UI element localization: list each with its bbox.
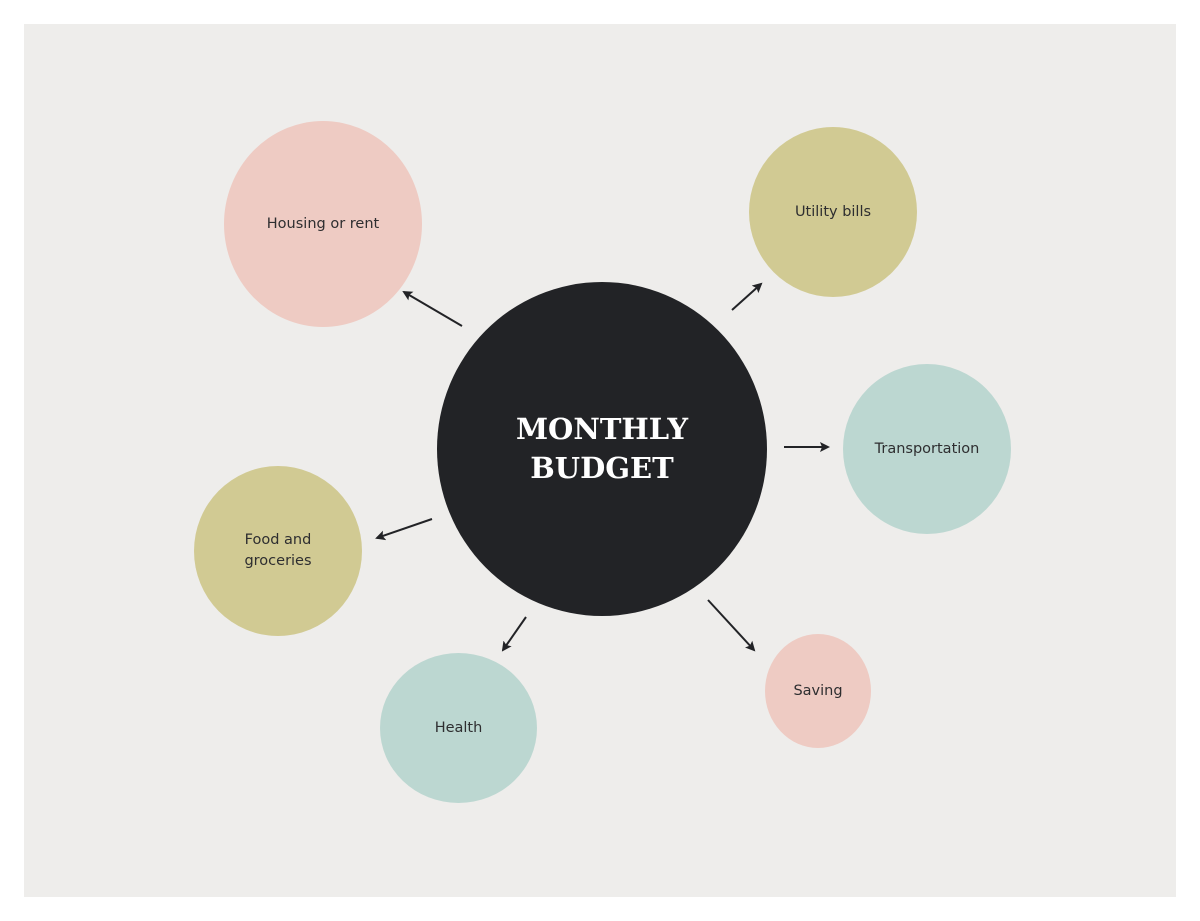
node-food-label-line2: groceries	[244, 553, 312, 569]
center-label-line1: MONTHLY	[515, 412, 689, 446]
node-health-label: Health	[434, 719, 483, 736]
node-health[interactable]: Health	[380, 653, 537, 803]
center-node-monthly-budget[interactable]: MONTHLY BUDGET	[437, 282, 767, 616]
node-saving[interactable]: Saving	[765, 634, 871, 748]
arrow-to-health	[501, 616, 527, 652]
node-food-groceries[interactable]: Food and groceries	[194, 466, 362, 636]
node-utility-label: Utility bills	[794, 203, 872, 220]
arrow-to-food	[375, 518, 433, 541]
node-transportation[interactable]: Transportation	[843, 364, 1011, 534]
node-utility-bills[interactable]: Utility bills	[749, 127, 917, 297]
node-housing[interactable]: Housing or rent	[224, 121, 422, 327]
node-housing-label: Housing or rent	[266, 215, 380, 232]
arrow-to-housing	[402, 290, 463, 327]
node-saving-label: Saving	[793, 682, 843, 699]
arrow-to-saving	[707, 599, 756, 652]
node-food-label-line1: Food and	[244, 532, 312, 548]
arrow-to-utility	[731, 282, 763, 311]
node-transportation-label: Transportation	[874, 440, 980, 457]
center-label-line2: BUDGET	[530, 451, 674, 485]
